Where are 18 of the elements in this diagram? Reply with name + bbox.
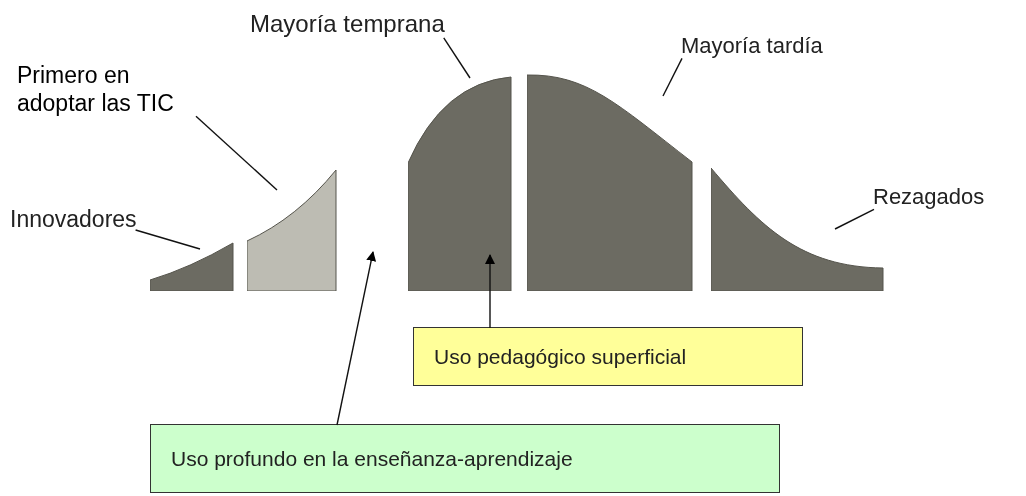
segment-label: Mayoría temprana [250,10,445,39]
curve-segment [150,240,234,291]
curve-segment [247,168,337,291]
leader-line [834,208,875,230]
curve-segment [527,74,693,291]
segment-label: Innovadores [10,206,137,234]
arrow [485,254,495,329]
leader-line [443,37,471,79]
arrow [336,251,377,426]
leader-line [195,115,278,191]
segment-label: Rezagados [873,184,985,211]
leader-line [134,229,201,250]
curve-segment [408,75,512,291]
segment-label: Primero en adoptar las TIC [17,62,197,118]
segment-label: Mayoría tardía [681,33,823,60]
note-box: Uso pedagógico superficial [413,327,803,386]
note-box: Uso profundo en la enseñanza-aprendizaje [150,424,780,493]
leader-line [662,57,683,97]
